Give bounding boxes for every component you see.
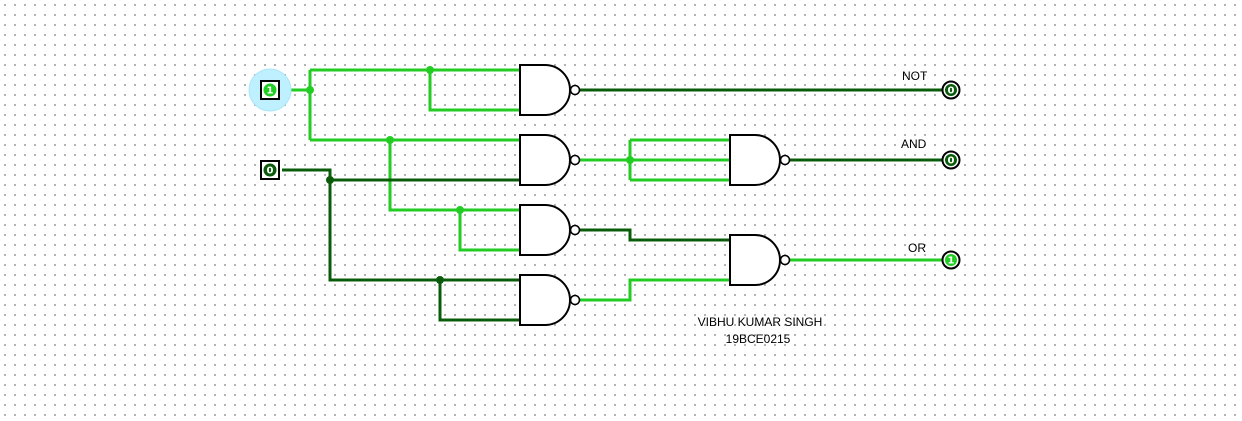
wire-g2-out[interactable] <box>580 138 730 182</box>
wires <box>282 68 944 322</box>
input-b-value: 0 <box>267 166 274 177</box>
nand-gate-5[interactable] <box>729 134 791 186</box>
junction-dot <box>456 206 464 214</box>
nand-gate-3[interactable] <box>519 204 581 256</box>
nand-gate-1[interactable] <box>519 64 581 116</box>
junction-dot <box>326 176 334 184</box>
junction-dot <box>386 136 394 144</box>
nand-gate-6[interactable] <box>729 234 791 286</box>
wire-a-main[interactable] <box>282 68 520 252</box>
output-label-not: NOT <box>902 69 928 83</box>
input-pin-a[interactable]: 1 <box>248 68 292 112</box>
output-label-and: AND <box>901 137 927 151</box>
output-and-value: 0 <box>948 156 955 167</box>
input-b-state-icon <box>263 163 277 177</box>
author-name: VIBHU KUMAR SINGH <box>698 315 823 329</box>
output-or-value: 1 <box>948 256 955 267</box>
junction-dot <box>426 66 434 74</box>
output-pin-or[interactable]: 1 <box>941 250 961 270</box>
output-pin-not[interactable]: 0 <box>941 80 961 100</box>
wire-g3-out[interactable] <box>580 228 730 242</box>
junction-dot <box>626 156 634 164</box>
junction-dot <box>436 276 444 284</box>
output-or-state-icon <box>945 254 957 266</box>
output-and-state-icon <box>945 154 957 166</box>
wire-g4-out[interactable] <box>580 278 730 302</box>
wire-b-main[interactable] <box>282 168 520 322</box>
output-not-state-icon <box>945 84 957 96</box>
nand-gate-4[interactable] <box>519 274 581 326</box>
input-a-state-icon <box>263 83 277 97</box>
input-a-value: 1 <box>267 86 274 97</box>
input-pin-b[interactable]: 0 <box>260 160 280 180</box>
nand-gate-2[interactable] <box>519 134 581 186</box>
junction-dot <box>306 86 314 94</box>
output-label-or: OR <box>908 241 926 255</box>
author-id: 19BCE0215 <box>726 332 791 346</box>
output-pin-and[interactable]: 0 <box>941 150 961 170</box>
output-not-value: 0 <box>948 86 955 97</box>
junctions <box>306 66 634 284</box>
